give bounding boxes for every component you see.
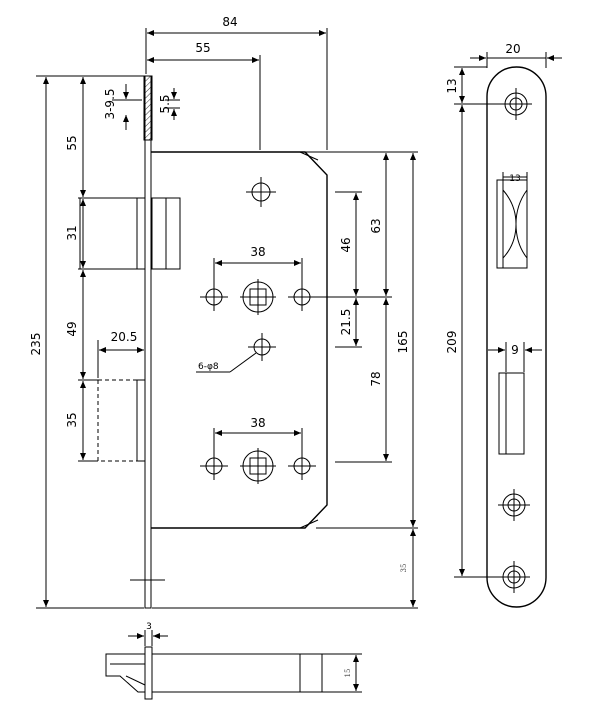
- dim-faceplate-height: 235: [29, 333, 43, 356]
- spindle-row-lower: [200, 448, 316, 484]
- dim-hole-note: 6-φ8: [198, 362, 219, 372]
- mounting-hole-top: [246, 177, 276, 207]
- dim-46: 46: [339, 237, 353, 252]
- lock-case: [151, 151, 328, 529]
- front-view: [486, 66, 547, 608]
- bottom-case: [151, 653, 323, 693]
- dim-bottom-depth: 15: [344, 669, 352, 678]
- dim-deadbolt-height: 35: [65, 412, 79, 427]
- latch-bolt: [79, 197, 138, 270]
- dim-front-top-hole: 13: [445, 78, 459, 93]
- mounting-hole-middle: [248, 333, 276, 361]
- dim-faceplate-thickness: 3-9.5: [103, 88, 117, 119]
- dim-latch-slot-width: 13: [509, 174, 520, 184]
- dim-overall-width: 84: [222, 15, 237, 29]
- dim-spindle-spacing-bottom: 38: [250, 416, 265, 430]
- dim-bottom-offset: 35: [400, 564, 408, 573]
- bottom-view-dimensions: 3 15: [128, 622, 362, 693]
- faceplate-strip: [144, 75, 152, 609]
- dim-backset: 55: [195, 41, 210, 55]
- dim-spindle-spacing-top: 38: [250, 245, 265, 259]
- bottom-faceplate: [144, 646, 153, 700]
- dim-latch-height: 31: [65, 225, 79, 240]
- bottom-view: [105, 646, 323, 700]
- dim-front-width: 20: [505, 42, 520, 56]
- spindle-row-upper: [200, 279, 316, 315]
- front-view-dimensions: 20 13 209 13 9: [445, 42, 562, 578]
- dim-bottom-thickness: 3: [146, 622, 152, 632]
- dim-bolt-slot-width: 9: [511, 343, 519, 357]
- bottom-latch: [105, 653, 146, 693]
- front-screw-hole-top: [500, 88, 532, 120]
- dim-21-5: 21.5: [339, 309, 353, 336]
- front-screw-hole-middle: [498, 489, 530, 521]
- dim-case-height: 165: [396, 331, 410, 354]
- front-deadbolt-slot: [498, 372, 525, 455]
- dim-front-hole-pitch: 209: [445, 331, 459, 354]
- front-screw-hole-bottom: [498, 561, 530, 593]
- dim-63: 63: [369, 218, 383, 233]
- dim-78: 78: [369, 371, 383, 386]
- faceplate-hatched-section: [143, 75, 153, 141]
- front-faceplate: [486, 66, 547, 608]
- dim-faceplate-offset: 5.5: [158, 94, 172, 113]
- dim-top-to-latch: 55: [65, 135, 79, 150]
- side-view-dimensions: 84 55 235 55 31 49 35 20.5 3-9.5: [29, 15, 418, 609]
- dim-latch-to-deadbolt: 49: [65, 321, 79, 336]
- dim-deadbolt-throw: 20.5: [111, 330, 138, 344]
- front-latch-slot: [496, 179, 528, 269]
